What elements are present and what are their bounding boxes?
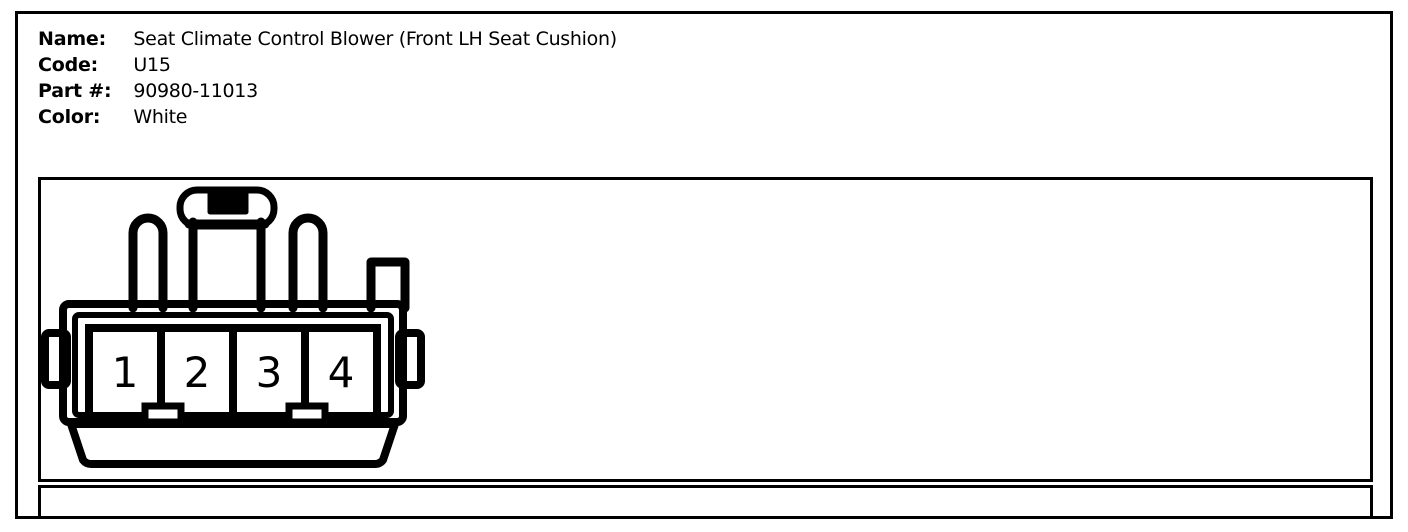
- latch-arm-icon: [188, 217, 266, 313]
- pin-number-1: 1: [112, 348, 139, 397]
- keying-notch-right-icon: [285, 402, 329, 426]
- pin-cavity-group: 1 2 3 4: [85, 324, 381, 426]
- connector-diagram-panel: 1 2 3 4: [38, 177, 1373, 482]
- spec-label-code: Code:: [38, 54, 99, 76]
- spec-label-part-number: Part #:: [38, 80, 112, 102]
- spec-label-name: Name:: [38, 28, 107, 50]
- side-tab-left-icon: [41, 329, 71, 389]
- pin-number-2: 2: [184, 348, 211, 397]
- spec-value-color: White: [133, 106, 188, 128]
- guide-post-left-icon: [128, 213, 168, 313]
- connector-face-drawing: 1 2 3 4: [41, 186, 425, 468]
- spec-value-code: U15: [133, 54, 171, 76]
- latch-notch-icon: [207, 187, 249, 215]
- keying-notch-left-icon: [141, 402, 185, 426]
- guide-post-right-icon: [288, 213, 328, 313]
- side-tab-right-icon: [395, 329, 425, 389]
- spec-value-part-number: 90980-11013: [133, 80, 258, 102]
- spec-row-code: Code: U15: [38, 54, 617, 80]
- spec-row-color: Color: White: [38, 106, 617, 132]
- pin-number-4: 4: [328, 348, 355, 397]
- footer-strip: [38, 485, 1373, 516]
- spec-row-name: Name: Seat Climate Control Blower (Front…: [38, 28, 617, 54]
- spec-row-part-number: Part #: 90980-11013: [38, 80, 617, 106]
- connector-spec-table: Name: Seat Climate Control Blower (Front…: [38, 28, 617, 132]
- spec-value-name: Seat Climate Control Blower (Front LH Se…: [133, 28, 617, 50]
- pin-number-3: 3: [256, 348, 283, 397]
- corner-post-icon: [366, 257, 410, 313]
- document-page: Name: Seat Climate Control Blower (Front…: [15, 11, 1393, 519]
- skirt-icon: [67, 420, 399, 468]
- spec-label-color: Color:: [38, 106, 101, 128]
